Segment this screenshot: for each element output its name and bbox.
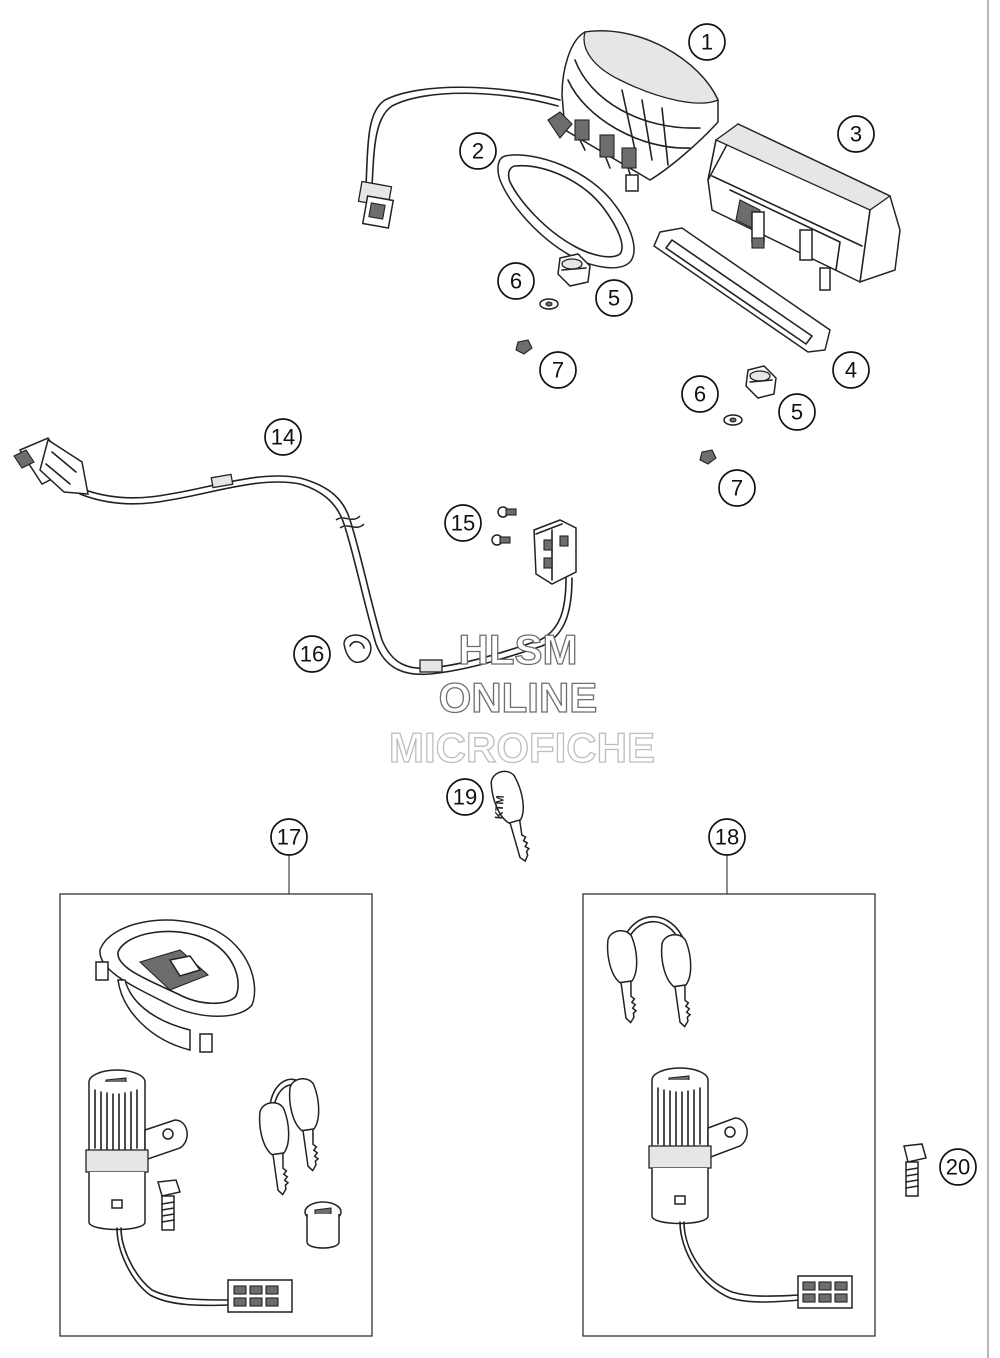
speedometer-part	[357, 30, 719, 229]
callout-6-lower: 6	[681, 375, 719, 413]
kit-17-box	[59, 893, 373, 1337]
callout-19: 19	[446, 778, 484, 816]
callout-20-label: 20	[946, 1155, 970, 1180]
mounting-hardware-lower	[699, 365, 777, 465]
callout-1-label: 1	[701, 30, 713, 55]
lock-set-kit-18	[582, 855, 876, 1337]
callout-16-label: 16	[300, 642, 324, 667]
display-gasket-part	[653, 227, 831, 353]
callout-7-lower: 7	[718, 469, 756, 507]
callout-18: 18	[708, 818, 746, 856]
cable-clip-part	[343, 634, 372, 664]
watermark: HLSM ONLINE MICROFICHE	[388, 625, 655, 771]
callout-15-label: 15	[451, 511, 475, 536]
display-unit-part	[707, 123, 901, 291]
callout-7-upper-label: 7	[552, 358, 564, 383]
callout-5-lower: 5	[778, 393, 816, 431]
callout-6-upper-label: 6	[510, 269, 522, 294]
watermark-line-2: ONLINE	[439, 674, 598, 721]
callout-18-label: 18	[715, 825, 739, 850]
callout-19-label: 19	[453, 785, 477, 810]
connector-block-part	[491, 506, 577, 585]
callout-17: 17	[270, 818, 308, 856]
wiring-harness-part	[13, 437, 573, 676]
callout-2-label: 2	[472, 139, 484, 164]
lock-set-kit-17	[59, 855, 373, 1337]
callout-15: 15	[444, 504, 482, 542]
kit-18-box	[582, 893, 876, 1337]
callout-20: 20	[939, 1148, 977, 1186]
callout-6-upper: 6	[497, 262, 535, 300]
callout-16: 16	[293, 635, 331, 673]
callout-5-upper: 5	[595, 279, 633, 317]
watermark-line-3: MICROFICHE	[389, 724, 655, 771]
key-logo: KTM	[493, 795, 507, 820]
callout-14-label: 14	[271, 425, 295, 450]
callout-6-lower-label: 6	[694, 382, 706, 407]
callout-4: 4	[832, 351, 870, 389]
callout-1: 1	[688, 23, 726, 61]
speedometer-gasket-part	[497, 154, 635, 269]
mounting-hardware-upper	[515, 253, 591, 355]
callout-2: 2	[459, 132, 497, 170]
callout-7-lower-label: 7	[731, 476, 743, 501]
callout-3: 3	[837, 115, 875, 153]
callout-5-upper-label: 5	[608, 286, 620, 311]
callout-4-label: 4	[845, 358, 857, 383]
bolt-part-20	[903, 1143, 927, 1197]
callout-3-label: 3	[850, 122, 862, 147]
callout-14: 14	[264, 418, 302, 456]
key-part: KTM	[486, 767, 541, 866]
callout-7-upper: 7	[539, 351, 577, 389]
callout-5-lower-label: 5	[791, 400, 803, 425]
callout-17-label: 17	[277, 825, 301, 850]
watermark-line-1: HLSM	[459, 626, 578, 673]
